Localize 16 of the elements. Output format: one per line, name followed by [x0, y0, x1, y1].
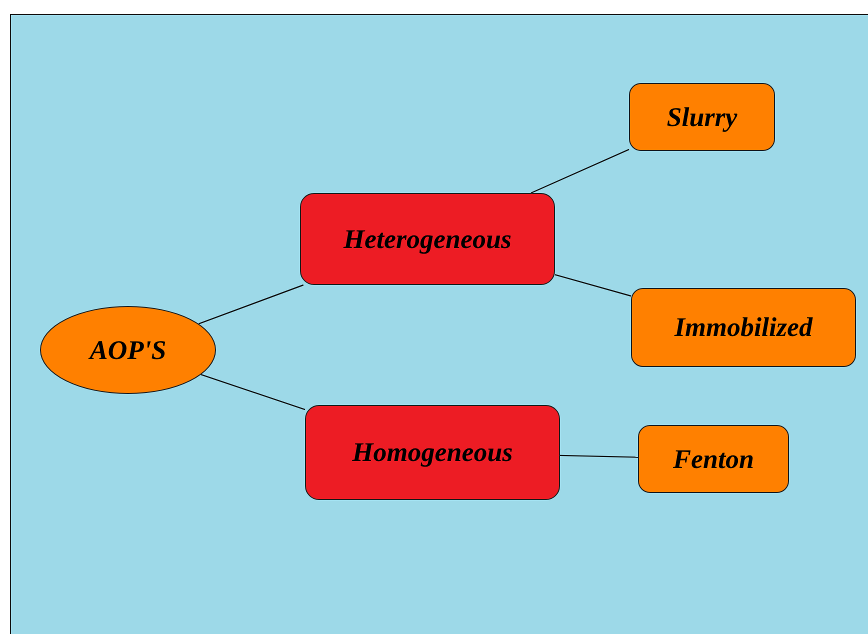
node-label: Slurry [666, 102, 738, 132]
node-label: Immobilized [674, 312, 812, 343]
connector-line [198, 284, 304, 324]
rounded-box [305, 405, 560, 500]
node-label: Heterogeneous [344, 224, 512, 254]
rounded-box [638, 425, 789, 493]
rounded-box [629, 83, 775, 151]
connector-line [200, 374, 306, 410]
connector-line [530, 148, 630, 194]
node-label: AOP'S [90, 334, 166, 366]
node-label: Homogeneous [352, 437, 513, 468]
connector-line [554, 274, 632, 297]
rounded-box [300, 193, 555, 285]
connector-line [560, 454, 638, 458]
rounded-box [631, 288, 856, 367]
node-label: Fenton [672, 444, 754, 474]
